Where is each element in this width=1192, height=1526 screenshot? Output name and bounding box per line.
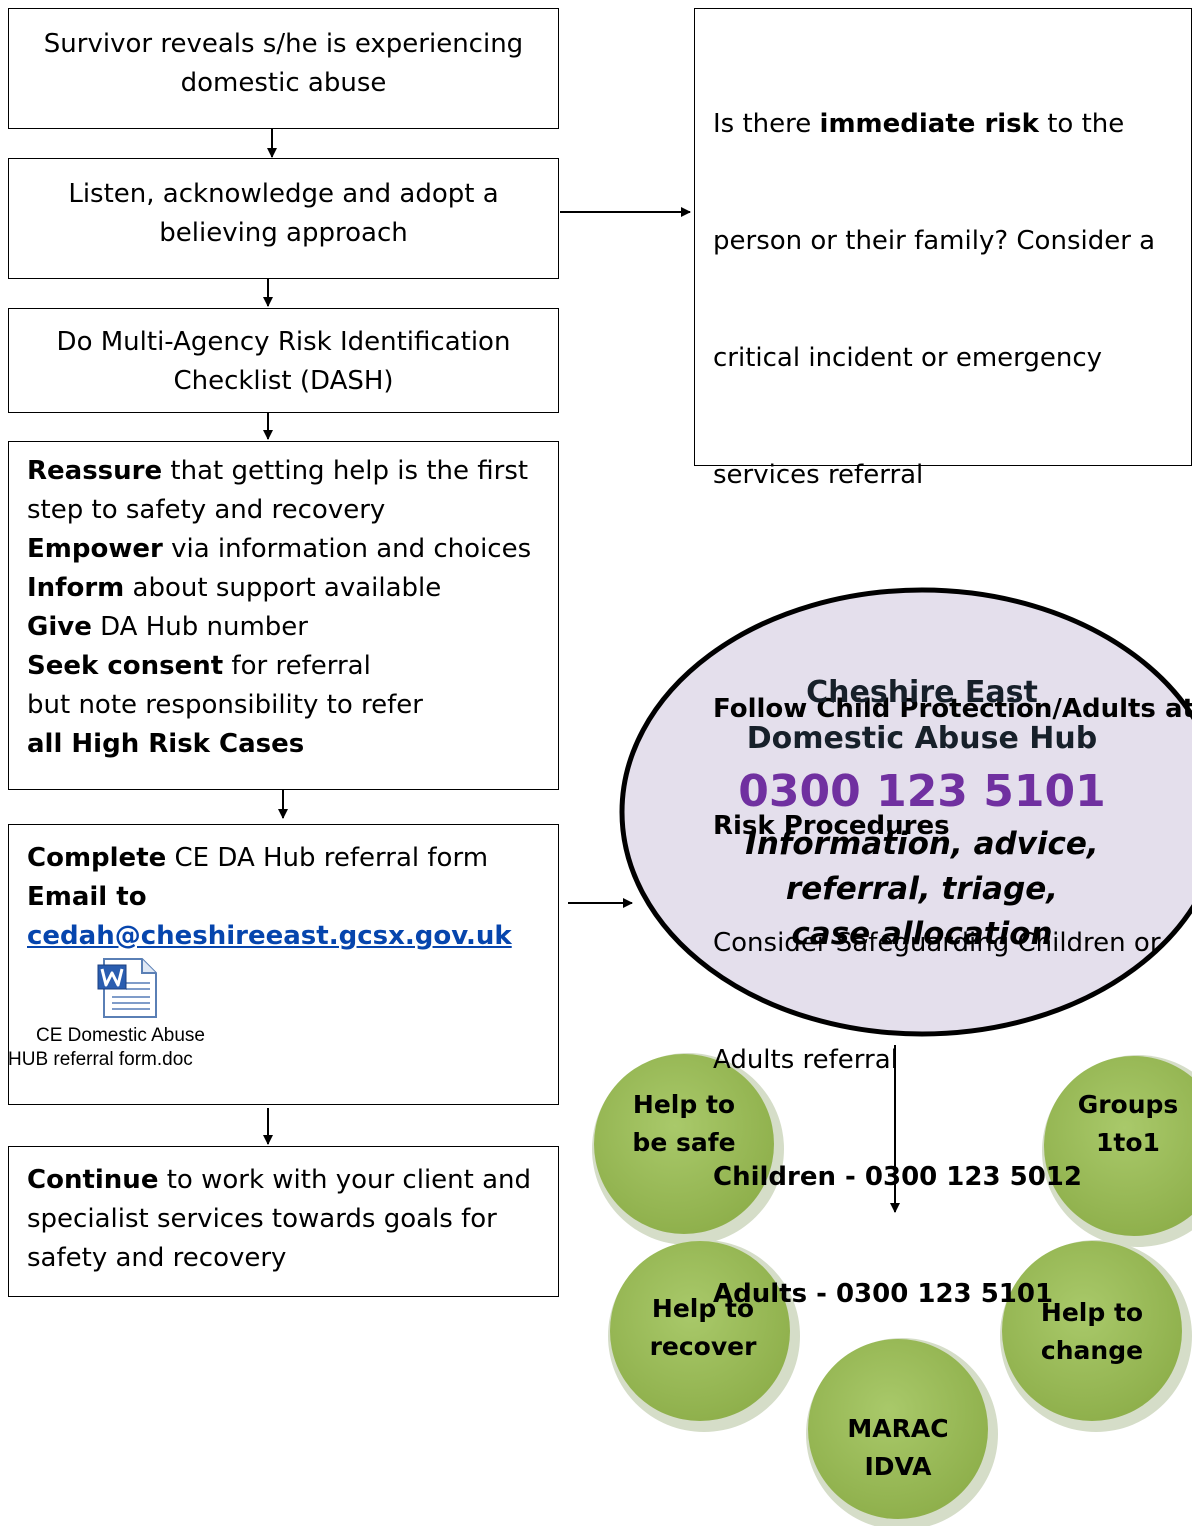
risk-line: Adults referral bbox=[713, 1045, 898, 1075]
step4-line: Inform about support available bbox=[27, 573, 442, 603]
risk-line: services referral bbox=[713, 460, 924, 490]
risk-line: critical incident or emergency bbox=[713, 343, 1103, 373]
risk-line: Is there immediate risk to the bbox=[713, 109, 1125, 139]
hub-name-line1: Cheshire East bbox=[806, 675, 1038, 710]
risk-line: person or their family? Consider a bbox=[713, 226, 1156, 256]
circle-help-to-recover bbox=[608, 1240, 800, 1432]
attachment-caption-2: HUB referral form.doc bbox=[8, 1049, 193, 1070]
step3-line1: Do Multi-Agency Risk Identification bbox=[56, 327, 511, 357]
risk-line bbox=[713, 573, 1173, 612]
step4-line: step to safety and recovery bbox=[27, 495, 386, 525]
hub-desc-line1: Information, advice, bbox=[745, 826, 1099, 862]
flow-step-2: Listen, acknowledge and adopt a believin… bbox=[8, 158, 559, 279]
hub-desc-line3: case allocation bbox=[791, 916, 1053, 952]
risk-line: Adults - 0300 123 5101 bbox=[713, 1279, 1054, 1309]
flow-step-1: Survivor reveals s/he is experiencing do… bbox=[8, 8, 559, 129]
flow-step-5: Complete CE DA Hub referral form Email t… bbox=[8, 824, 559, 1105]
attachment-caption-1: CE Domestic Abuse bbox=[36, 1025, 205, 1046]
flow-step-4: Reassure that getting help is the first … bbox=[8, 441, 559, 790]
word-document-icon[interactable] bbox=[96, 957, 160, 1019]
hub-desc-line2: referral, triage, bbox=[785, 871, 1059, 907]
hub-name-line2: Domestic Abuse Hub bbox=[746, 721, 1098, 756]
email-link[interactable]: cedah@cheshireeast.gcsx.gov.uk bbox=[27, 921, 512, 951]
circle-help-to-be-safe bbox=[592, 1053, 784, 1245]
step6-line: specialist services towards goals for bbox=[27, 1204, 497, 1234]
hub-phone: 0300 123 5101 bbox=[738, 766, 1106, 817]
step4-line: Give DA Hub number bbox=[27, 612, 308, 642]
step3-line2: Checklist (DASH) bbox=[173, 366, 394, 396]
step1-line2: domestic abuse bbox=[180, 68, 387, 98]
step6-line: Continue to work with your client and bbox=[27, 1165, 532, 1195]
step4-line: but note responsibility to refer bbox=[27, 690, 423, 720]
hub-ellipse bbox=[619, 587, 1192, 1037]
step4-line: Empower via information and choices bbox=[27, 534, 532, 564]
step5-line1: Complete CE DA Hub referral form bbox=[27, 843, 489, 873]
circle-groups-1to1 bbox=[1042, 1055, 1192, 1247]
step4-line: Reassure that getting help is the first bbox=[27, 456, 529, 486]
step4-line: all High Risk Cases bbox=[27, 729, 305, 759]
step2-line2: believing approach bbox=[159, 218, 408, 248]
risk-line: Follow Child Protection/Adults at bbox=[713, 694, 1192, 724]
flow-step-6: Continue to work with your client and sp… bbox=[8, 1146, 559, 1297]
flow-step-3: Do Multi-Agency Risk Identification Chec… bbox=[8, 308, 559, 413]
hub-text: Cheshire East Domestic Abuse Hub 0300 12… bbox=[622, 670, 1192, 957]
risk-box: Is there immediate risk to the person or… bbox=[694, 8, 1192, 1309]
circle-help-to-change bbox=[1000, 1240, 1192, 1432]
risk-line: Risk Procedures bbox=[713, 811, 950, 841]
step4-line: Seek consent for referral bbox=[27, 651, 371, 681]
step1-line1: Survivor reveals s/he is experiencing bbox=[43, 29, 524, 59]
step6-line: safety and recovery bbox=[27, 1243, 287, 1273]
risk-line: Consider Safeguarding Children or bbox=[713, 928, 1161, 958]
step5-line2: Email to bbox=[27, 882, 147, 912]
step2-line1: Listen, acknowledge and adopt a bbox=[68, 179, 499, 209]
risk-line: Children - 0300 123 5012 bbox=[713, 1162, 1082, 1192]
circle-marac-idva bbox=[806, 1338, 998, 1526]
